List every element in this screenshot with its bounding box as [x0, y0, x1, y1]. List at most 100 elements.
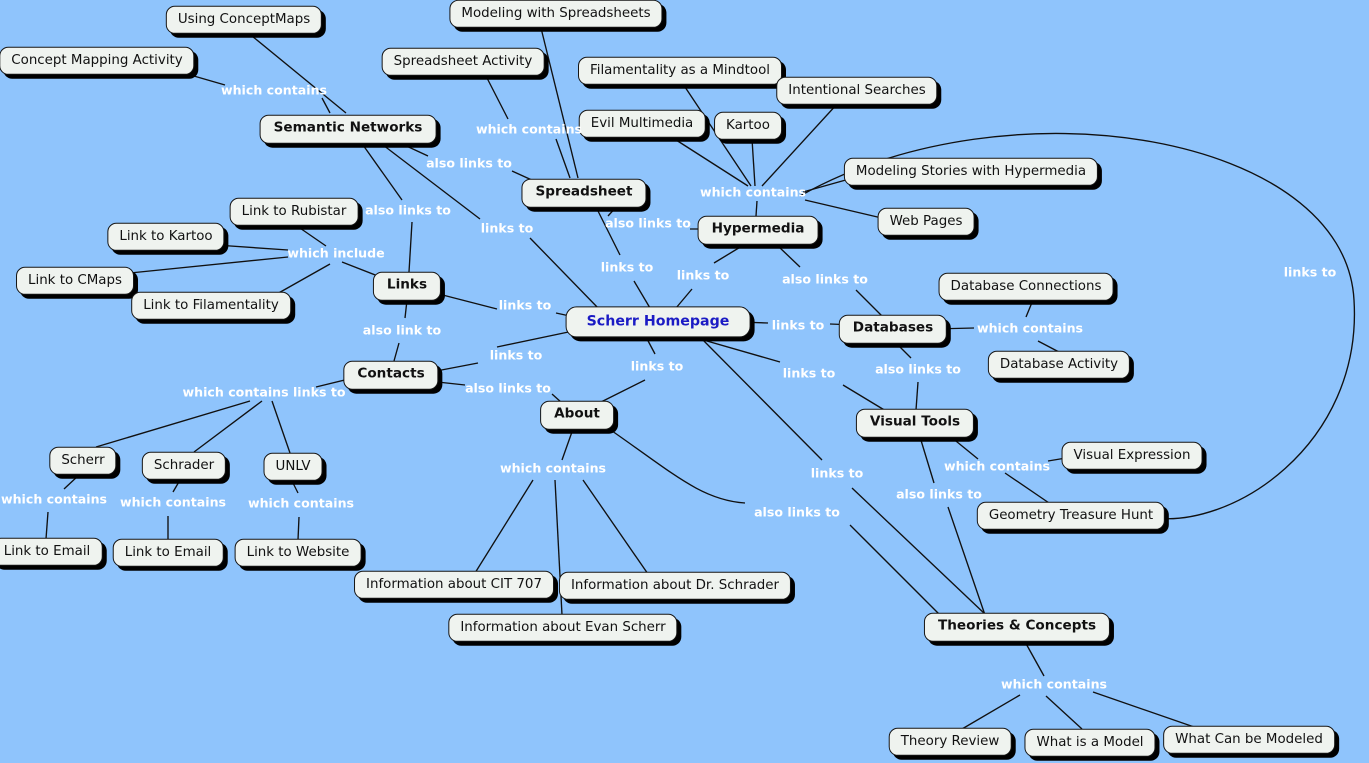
concept-node-spreadsheet[interactable]: Spreadsheet [521, 178, 647, 208]
concept-node-scherr[interactable]: Scherr [49, 446, 117, 476]
link-phrase: also links to [605, 215, 691, 231]
edge-line [582, 479, 649, 575]
edge-line [849, 524, 941, 616]
concept-node-databases[interactable]: Databases [838, 314, 948, 344]
edge-line [596, 208, 621, 256]
concept-node-link_to_cmaps[interactable]: Link to CMaps [16, 266, 134, 296]
concept-node-visual_expression[interactable]: Visual Expression [1061, 441, 1203, 471]
link-phrase: also links to [875, 361, 961, 377]
edge-line [699, 336, 823, 461]
concept-node-hypermedia[interactable]: Hypermedia [697, 215, 819, 245]
concept-node-about[interactable]: About [540, 400, 614, 430]
link-phrase: also links to [754, 504, 840, 520]
edge-line [193, 400, 263, 453]
edge-line [713, 245, 743, 264]
concept-node-link_to_email_schrader[interactable]: Link to Email [112, 538, 224, 568]
link-phrase: links to [676, 267, 730, 283]
edge-line [296, 225, 327, 247]
edge-line [919, 436, 935, 484]
concept-node-theory_review[interactable]: Theory Review [888, 727, 1012, 757]
edge-line [95, 400, 251, 448]
edge-line [129, 256, 289, 274]
concept-node-modeling_with_spreadsheets[interactable]: Modeling with Spreadsheets [449, 0, 663, 29]
edge-line [172, 479, 181, 493]
link-phrase: which contains links to [182, 384, 346, 400]
link-phrase: which contains [499, 460, 607, 476]
concept-node-semantic_networks[interactable]: Semantic Networks [259, 114, 437, 144]
link-phrase: also links to [365, 202, 451, 218]
concept-node-geometry_treasure_hunt[interactable]: Geometry Treasure Hunt [976, 501, 1166, 531]
edge-line [675, 288, 693, 309]
concept-node-link_to_website_unlv[interactable]: Link to Website [234, 538, 362, 568]
link-phrase: links to [480, 220, 534, 236]
edge-line [633, 280, 651, 309]
edge-line [271, 400, 291, 454]
link-phrase: which contains [247, 495, 355, 511]
edge-line [842, 384, 887, 412]
edge-line [601, 423, 746, 504]
link-phrase: which contains [220, 82, 328, 98]
concept-node-contacts[interactable]: Contacts [343, 360, 439, 390]
concept-node-modeling_stories_hypermedia[interactable]: Modeling Stories with Hypermedia [843, 157, 1099, 187]
concept-node-schrader[interactable]: Schrader [141, 451, 227, 481]
edge-line [45, 511, 49, 540]
link-phrase: which include [287, 245, 385, 261]
link-phrase: which contains [699, 184, 807, 200]
concept-node-web_pages[interactable]: Web Pages [877, 207, 975, 237]
link-phrase: which contains [475, 121, 583, 137]
concept-node-spreadsheet_activity[interactable]: Spreadsheet Activity [381, 47, 545, 77]
edge-line [399, 142, 429, 157]
edge-line [496, 329, 579, 348]
concept-node-link_to_filamentality[interactable]: Link to Filamentality [131, 291, 291, 321]
edge-line [1023, 639, 1045, 677]
concept-node-what_is_a_model[interactable]: What is a Model [1024, 728, 1156, 758]
concept-node-information_cit707[interactable]: Information about CIT 707 [354, 570, 554, 600]
link-phrase: links to [771, 317, 825, 333]
link-phrase: links to [498, 297, 552, 313]
link-phrase: which contains [1000, 676, 1108, 692]
concept-node-kartoo[interactable]: Kartoo [714, 111, 782, 141]
concept-node-database_connections[interactable]: Database Connections [938, 272, 1114, 302]
edge-line [1025, 299, 1034, 318]
link-phrase: which contains [943, 458, 1051, 474]
edge-line [540, 27, 579, 179]
edge-line [486, 77, 509, 120]
edge-line [404, 299, 408, 319]
concept-node-links[interactable]: Links [372, 271, 442, 301]
edge-line [1092, 691, 1198, 729]
link-phrase: which contains [119, 494, 227, 510]
link-phrase: also links to [465, 380, 551, 396]
concept-node-information_evan_scherr[interactable]: Information about Evan Scherr [448, 613, 678, 643]
concept-node-link_to_kartoo[interactable]: Link to Kartoo [107, 222, 225, 252]
edge-line [672, 137, 749, 187]
link-phrase: also links to [426, 155, 512, 171]
link-phrase: links to [1283, 264, 1337, 280]
concept-node-filamentality_as_mindtool[interactable]: Filamentality as a Mindtool [578, 56, 782, 86]
link-phrase: also link to [362, 322, 442, 338]
edge-line [321, 97, 331, 114]
concept-node-database_activity[interactable]: Database Activity [987, 350, 1131, 380]
edge-line [561, 428, 574, 461]
concept-node-link_to_email_scherr[interactable]: Link to Email [0, 537, 103, 567]
link-phrase: links to [782, 365, 836, 381]
concept-node-scherr_homepage[interactable]: Scherr Homepage [565, 306, 751, 338]
concept-node-visual_tools[interactable]: Visual Tools [855, 408, 975, 438]
concept-node-information_schrader[interactable]: Information about Dr. Schrader [558, 571, 792, 601]
concept-node-evil_multimedia[interactable]: Evil Multimedia [578, 109, 706, 139]
edge-line [1004, 472, 1053, 506]
edge-line [692, 336, 781, 363]
edge-line [804, 199, 887, 220]
concept-node-intentional_searches[interactable]: Intentional Searches [776, 76, 938, 106]
concept-node-link_to_rubistar[interactable]: Link to Rubistar [229, 197, 359, 227]
concept-node-using_conceptmaps[interactable]: Using ConceptMaps [165, 5, 323, 35]
edge-line [297, 516, 300, 541]
concept-node-concept_mapping_activity[interactable]: Concept Mapping Activity [0, 46, 195, 76]
edge-line [63, 474, 80, 490]
edge-line [555, 138, 571, 179]
link-phrase: which contains [0, 491, 108, 507]
link-phrase: links to [630, 358, 684, 374]
concept-node-theories_concepts[interactable]: Theories & Concepts [923, 612, 1111, 642]
concept-node-unlv[interactable]: UNLV [263, 452, 323, 482]
edge-line [915, 381, 919, 411]
concept-node-what_can_be_modeled[interactable]: What Can be Modeled [1163, 725, 1335, 755]
